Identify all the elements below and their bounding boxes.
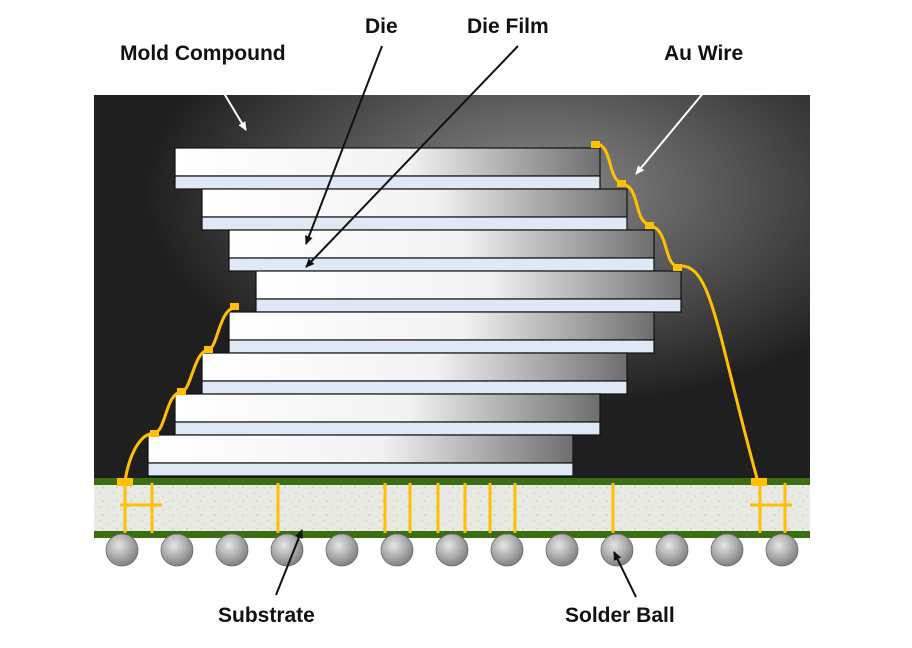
solder-ball-12 bbox=[710, 533, 744, 567]
arrow-die-film bbox=[305, 45, 519, 268]
solder-ball-1 bbox=[105, 533, 139, 567]
arrow-solder-ball bbox=[613, 551, 637, 598]
au-wire-2 bbox=[621, 182, 649, 226]
die-film-layer-8 bbox=[147, 462, 574, 477]
die-film-layer-7 bbox=[174, 421, 601, 436]
solder-ball-6 bbox=[380, 533, 414, 567]
bond-pad-7 bbox=[177, 388, 186, 395]
au-wire-4 bbox=[677, 264, 760, 483]
die-film-layer-6 bbox=[201, 380, 628, 395]
solder-ball-10 bbox=[600, 533, 634, 567]
bond-pad-6 bbox=[204, 346, 213, 353]
die-layer-6 bbox=[201, 352, 628, 382]
label-die: Die bbox=[365, 15, 398, 38]
bond-pad-2 bbox=[617, 180, 626, 187]
substrate-core bbox=[94, 485, 810, 531]
die-layer-1 bbox=[174, 147, 601, 177]
die-film-layer-4 bbox=[255, 298, 682, 313]
au-wire-group bbox=[123, 141, 760, 483]
die-film-layer-3 bbox=[228, 257, 655, 272]
solder-ball-3 bbox=[215, 533, 249, 567]
arrow-die bbox=[305, 45, 383, 245]
die-stack bbox=[147, 147, 682, 477]
bond-pad-3 bbox=[645, 222, 654, 229]
label-solder-ball: Solder Ball bbox=[565, 604, 675, 627]
substrate-vias bbox=[117, 478, 792, 533]
die-layer-4 bbox=[255, 270, 682, 300]
die-film-layer-2 bbox=[201, 216, 628, 231]
solder-ball-row bbox=[105, 533, 799, 567]
label-substrate: Substrate bbox=[218, 604, 315, 627]
die-layer-8 bbox=[147, 434, 574, 464]
solder-ball-13 bbox=[765, 533, 799, 567]
arrow-mold-compound bbox=[215, 79, 247, 131]
solder-ball-9 bbox=[545, 533, 579, 567]
label-mold-compound: Mold Compound bbox=[120, 42, 286, 65]
substrate-pad-2 bbox=[751, 478, 767, 486]
solder-ball-11 bbox=[655, 533, 689, 567]
bond-pad-4 bbox=[673, 264, 682, 271]
bond-pad-5 bbox=[230, 303, 239, 310]
solder-ball-7 bbox=[435, 533, 469, 567]
die-layer-7 bbox=[174, 393, 601, 423]
die-layer-3 bbox=[228, 229, 655, 259]
label-die-film: Die Film bbox=[467, 15, 549, 38]
bond-pad-8 bbox=[150, 430, 159, 437]
die-film-layer-5 bbox=[228, 339, 655, 354]
substrate-pad-1 bbox=[117, 478, 133, 486]
die-layer-5 bbox=[228, 311, 655, 341]
label-au-wire: Au Wire bbox=[664, 42, 743, 65]
arrow-au-wire bbox=[635, 79, 715, 175]
die-layer-2 bbox=[201, 188, 628, 218]
solder-ball-8 bbox=[490, 533, 524, 567]
arrow-substrate bbox=[275, 529, 303, 596]
solder-ball-2 bbox=[160, 533, 194, 567]
substrate-top-layer bbox=[94, 478, 810, 485]
solder-ball-5 bbox=[325, 533, 359, 567]
bond-pad-1 bbox=[591, 141, 600, 148]
substrate bbox=[94, 478, 810, 538]
